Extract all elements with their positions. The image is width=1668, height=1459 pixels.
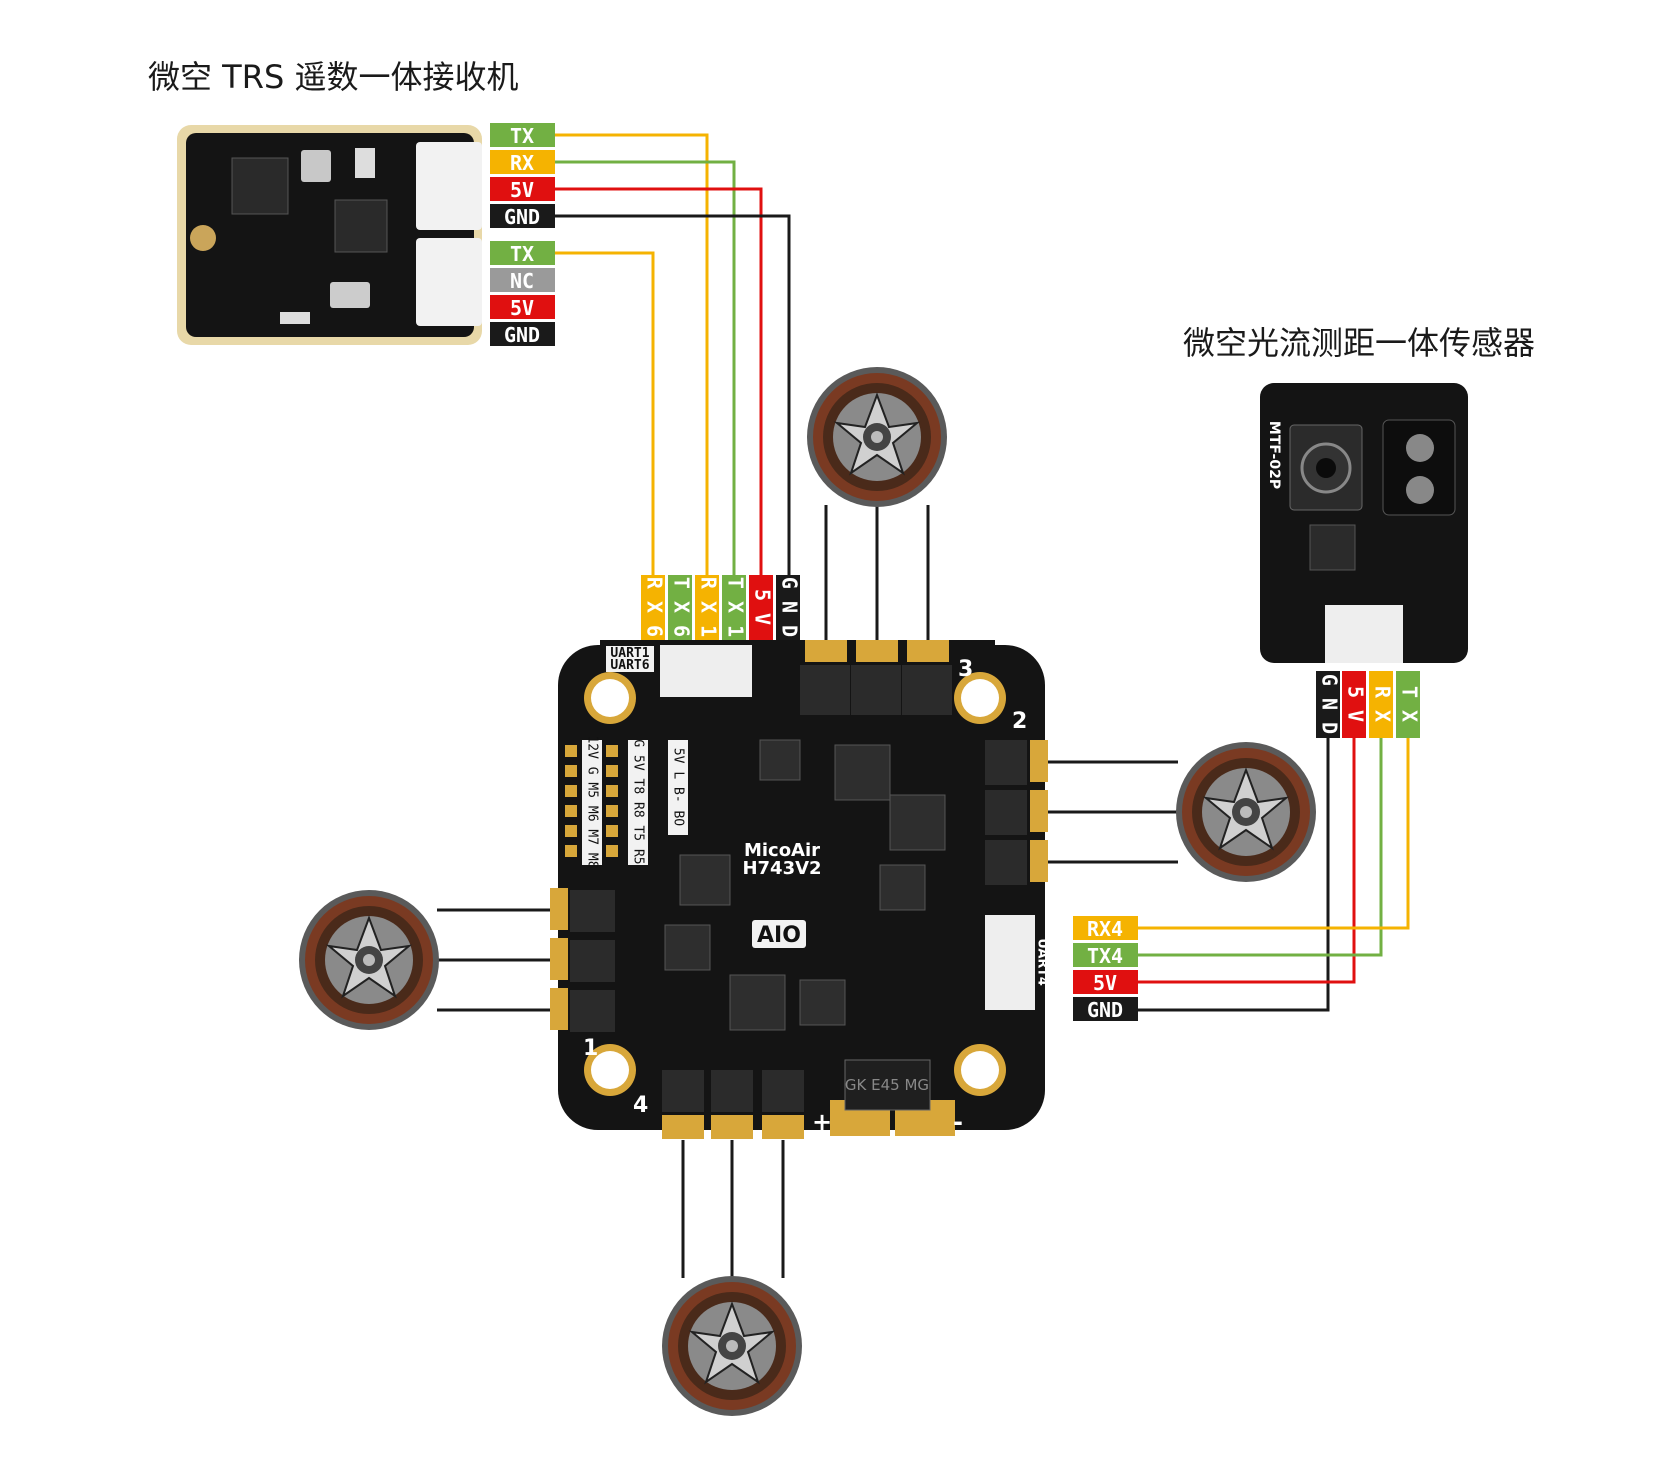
- uart4-pin-gnd: GND: [1087, 998, 1123, 1022]
- rx2-pin-5v: 5V: [510, 296, 534, 320]
- fc-pin-rx1: R X 1: [697, 577, 721, 637]
- pad-label-motors: 12V G M5 M6 M7 M8: [585, 735, 600, 868]
- plus-label: +: [812, 1108, 832, 1136]
- rx2-pin-gnd: GND: [504, 323, 540, 347]
- fc-pin-rx6: R X 6: [643, 577, 667, 637]
- pad-label-uarts: G 5V T8 R8 T5 R5: [631, 739, 646, 864]
- motor-num-2: 2: [1012, 709, 1027, 734]
- optical-flow-sensor: MTF-02P: [1260, 383, 1468, 663]
- sensor-pin-tx: T X: [1398, 686, 1422, 722]
- trs-receiver: [177, 125, 482, 345]
- uart4-pin-5v: 5V: [1093, 971, 1117, 995]
- model-label: H743V2: [742, 858, 821, 879]
- fc-pin-tx1: T X 1: [724, 577, 748, 637]
- motor-num-3: 3: [958, 657, 973, 682]
- sensor-pin-5v: 5 V: [1344, 686, 1368, 722]
- minus-label: -: [953, 1108, 963, 1136]
- motor-3-icon: [806, 366, 948, 508]
- motor-2-icon: [1175, 741, 1317, 883]
- fc-top-pins: [641, 575, 800, 640]
- motor-4-icon: [661, 1275, 803, 1417]
- fc-top-pin-text: R X 6 T X 6 R X 1 T X 1 5 V G N D: [643, 577, 802, 637]
- sensor-model-label: MTF-02P: [1266, 421, 1282, 489]
- fc-pin-5v: 5 V: [751, 589, 775, 625]
- sensor-title: 微空光流测距一体传感器: [1183, 324, 1536, 362]
- pad-label-power: 5V L B- BO: [671, 748, 686, 826]
- uart6-label: UART6: [610, 658, 649, 673]
- uart4-pins: RX4 TX4 5V GND: [1073, 916, 1138, 1022]
- wires-sensor: [1138, 738, 1410, 1012]
- antenna-connector-icon: [190, 225, 216, 251]
- uart1-label: UART1: [610, 646, 649, 661]
- sensor-pins: G N D 5 V R X T X: [1316, 671, 1422, 738]
- motor-1-icon: [298, 889, 440, 1031]
- receiver-title: 微空 TRS 遥数一体接收机: [148, 58, 519, 96]
- receiver-pins: TX RX 5V GND TX NC 5V GND: [490, 123, 555, 347]
- rx-pin-gnd: GND: [504, 205, 540, 229]
- sensor-pin-rx: R X: [1371, 686, 1395, 722]
- motor-num-4: 4: [633, 1093, 648, 1118]
- rx2-pin-tx: TX: [510, 242, 534, 266]
- chip-marking: GK E45 MG: [845, 1076, 929, 1094]
- rx-pin-tx: TX: [510, 124, 534, 148]
- wires-receiver: [555, 133, 791, 585]
- fc-pin-gnd: G N D: [778, 577, 802, 637]
- uart4-label: UART4: [1035, 938, 1050, 986]
- rx2-pin-nc: NC: [510, 269, 534, 293]
- aio-label: AIO: [757, 923, 801, 948]
- sensor-pin-gnd: G N D: [1318, 674, 1342, 734]
- uart4-pin-tx4: TX4: [1087, 944, 1123, 968]
- rx-pin-rx: RX: [510, 151, 534, 175]
- motor-num-1: 1: [583, 1036, 598, 1061]
- brand-label: MicoAir: [744, 840, 820, 861]
- motor-wires: [437, 505, 1178, 1278]
- fc-pin-tx6: T X 6: [670, 577, 694, 637]
- flight-controller-board: 12V G M5 M6 M7 M8 G 5V T8 R8 T5 R5 5V L …: [550, 640, 1050, 1139]
- rx-pin-5v: 5V: [510, 178, 534, 202]
- uart4-pin-rx4: RX4: [1087, 917, 1123, 941]
